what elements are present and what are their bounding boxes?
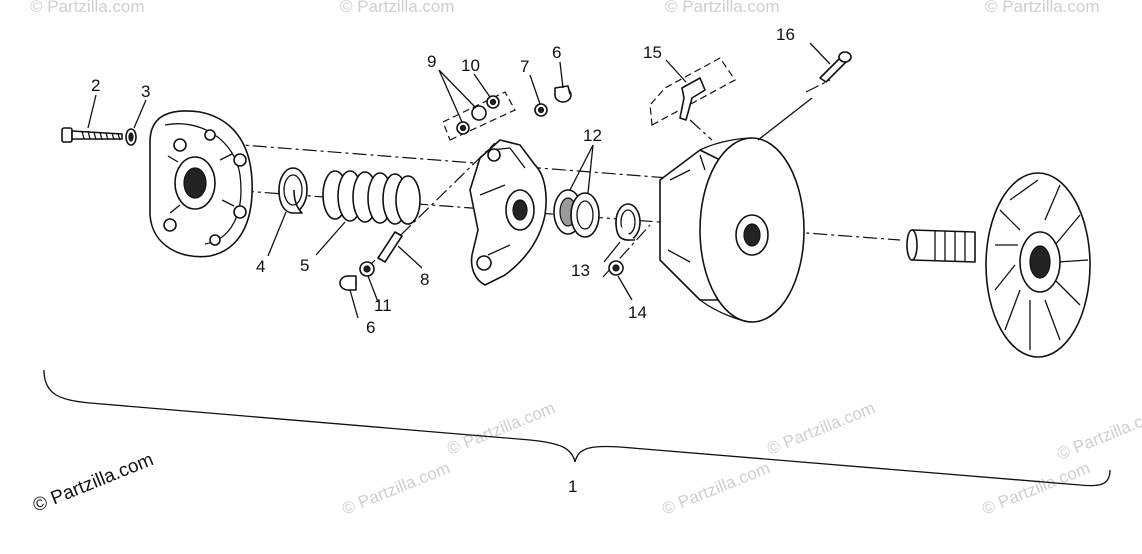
callout-6-lower: 6 [366, 318, 375, 337]
callout-11: 11 [374, 296, 392, 315]
watermark-main: © Partzilla.com [30, 449, 157, 516]
watermark-faint: © Partzilla.com [1054, 403, 1142, 464]
callout-6-upper: 6 [552, 43, 561, 62]
axis-line [805, 79, 831, 93]
long-bolt [819, 51, 852, 83]
pin [377, 231, 403, 263]
watermark-faint: © Partzilla.com [444, 398, 557, 459]
spring [322, 170, 421, 225]
roller-lower [339, 275, 357, 291]
callout-16: 16 [776, 25, 795, 44]
axis-line [689, 119, 713, 141]
watermark-faint: © Partzilla.com [985, 0, 1100, 16]
leader-lines [87, 42, 831, 319]
callout-12: 12 [583, 126, 602, 145]
callout-13: 13 [571, 261, 590, 280]
bushing-ring [278, 167, 308, 214]
callout-1: 1 [568, 477, 577, 496]
callout-10: 10 [461, 56, 480, 75]
bolt [61, 127, 123, 143]
watermark-faint: © Partzilla.com [340, 0, 455, 16]
watermark-faint: © Partzilla.com [339, 458, 452, 519]
watermark-faint: © Partzilla.com [659, 458, 772, 519]
assembly-brace [43, 369, 1111, 487]
hardware-upper [442, 85, 572, 141]
nut-lower [359, 261, 375, 277]
callout-7: 7 [520, 57, 529, 76]
callout-14: 14 [628, 303, 647, 322]
cover-plate [149, 110, 253, 258]
callout-9: 9 [427, 52, 436, 71]
bracket [649, 57, 736, 126]
axis-line [177, 139, 721, 183]
watermark-faint: © Partzilla.com [764, 398, 877, 459]
callout-8: 8 [420, 270, 429, 289]
callout-2: 2 [91, 76, 100, 95]
watermark-faint: © Partzilla.com [30, 0, 145, 16]
spider-assembly [469, 139, 547, 286]
watermark-faint: © Partzilla.com [979, 458, 1092, 519]
callout-3: 3 [141, 82, 150, 101]
callout-15: 15 [643, 43, 662, 62]
bushings-pair [553, 189, 600, 238]
movable-sheave [659, 137, 805, 323]
washer [125, 128, 137, 146]
fixed-sheave [906, 172, 1091, 358]
nut [608, 260, 624, 276]
callout-5: 5 [300, 256, 309, 275]
watermark-faint: © Partzilla.com [665, 0, 780, 16]
ring [615, 203, 641, 241]
callout-4: 4 [256, 257, 265, 276]
